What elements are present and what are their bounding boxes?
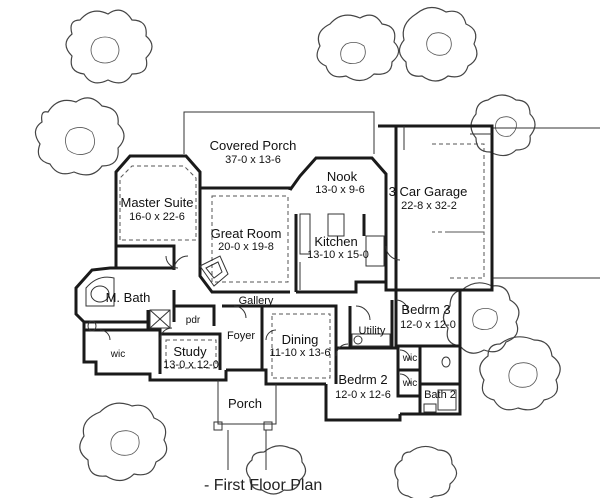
tree-icon (245, 445, 307, 495)
nook-dim: 13-0 x 9-6 (315, 184, 365, 196)
bedroom3-name: Bedrm 3 (401, 302, 450, 317)
master-bath-name: M. Bath (106, 290, 151, 305)
bedroom2-dim: 12-0 x 12-6 (335, 389, 391, 401)
tub-icon (85, 276, 115, 307)
garage-dim: 22-8 x 32-2 (401, 200, 457, 212)
kitchen-island (299, 213, 311, 255)
tree-icon (79, 402, 168, 482)
master-suite-name: Master Suite (121, 195, 194, 210)
interior-walls (84, 188, 460, 414)
study-name: Study (173, 344, 207, 359)
dining-dim: 11-10 x 13-6 (270, 347, 331, 359)
utility-name: Utility (359, 325, 386, 337)
sink-icon (353, 335, 363, 345)
great-room-name: Great Room (211, 226, 282, 241)
wic-bed3-name: wic (402, 353, 417, 364)
plan-caption: - First Floor Plan (204, 477, 322, 494)
front-porch (213, 380, 277, 470)
fireplace-icon (199, 255, 229, 287)
room-labels: Covered Porch 37-0 x 13-6 Nook 13-0 x 9-… (106, 138, 468, 411)
foyer-name: Foyer (227, 330, 255, 342)
tree-icon (442, 282, 520, 354)
garage-walls (378, 124, 494, 292)
exterior-walls (74, 154, 462, 422)
wic-master-name: wic (110, 349, 125, 360)
vanity-icon (437, 389, 457, 411)
covered-porch-name: Covered Porch (210, 138, 297, 153)
master-suite-dim: 16-0 x 22-6 (129, 211, 185, 223)
tree-icon (65, 9, 153, 84)
tree-icon (34, 97, 125, 176)
gallery-name: Gallery (239, 295, 274, 307)
landscape-trees (34, 6, 561, 498)
fixtures (85, 213, 457, 413)
tree-icon (398, 6, 478, 82)
bedroom2-name: Bedrm 2 (338, 372, 387, 387)
tree-icon (479, 336, 561, 411)
ceiling-dashes (119, 165, 331, 379)
tree-icon (470, 94, 536, 157)
shower-icon (149, 309, 171, 329)
pdr-name: pdr (186, 315, 201, 326)
door-swings (99, 245, 411, 385)
tree-icon (316, 14, 400, 82)
wic-bed2-name: wic (402, 378, 417, 389)
tree-icon (394, 445, 458, 498)
porch-name: Porch (228, 396, 262, 411)
covered-porch-outline (183, 111, 375, 154)
kitchen-name: Kitchen (314, 234, 357, 249)
dining-name: Dining (282, 332, 319, 347)
bath2-name: Bath 2 (424, 389, 456, 401)
kitchen-dim: 13-10 x 15-0 (307, 249, 369, 261)
toilet-icon (87, 320, 97, 332)
tub-basin-icon (90, 285, 110, 303)
toilet-icon (441, 356, 451, 368)
utility-counter (351, 333, 391, 347)
covered-porch-dim: 37-0 x 13-6 (225, 154, 281, 166)
nook-name: Nook (327, 169, 358, 184)
garage-name: 3 Car Garage (389, 184, 468, 199)
study-dim: 13-0 x 12-0 (163, 359, 219, 371)
driveway (492, 127, 600, 279)
great-room-dim: 20-0 x 19-8 (218, 241, 274, 253)
bedroom3-dim: 12-0 x 12-0 (400, 319, 456, 331)
